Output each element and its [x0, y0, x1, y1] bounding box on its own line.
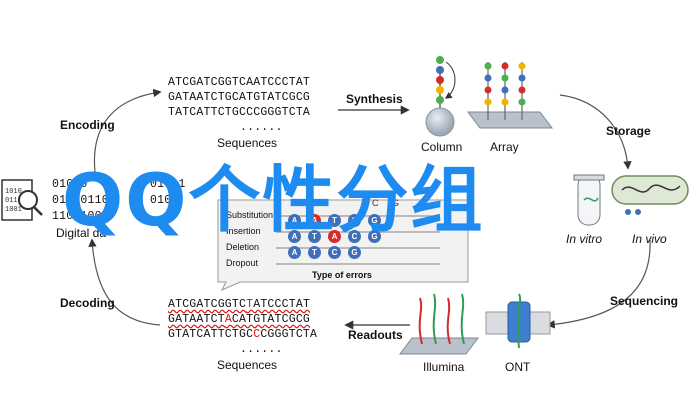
- encoding-seq-2: GATAATCTGCATGTATCGCG: [168, 91, 311, 104]
- svg-text:0110: 0110: [5, 197, 22, 205]
- error-bead: G: [348, 246, 361, 259]
- error-bead: A: [308, 214, 321, 227]
- error-bead: A: [288, 230, 301, 243]
- error-type-deletion: Deletion: [226, 242, 260, 252]
- in-vitro-caption: In vitro: [566, 232, 603, 246]
- encoding-seq-1: ATCGATCGGTCAATCCCTAT: [168, 76, 311, 89]
- error-top-letter: G: [392, 198, 400, 208]
- error-bead: T: [308, 230, 321, 243]
- error-bead: G: [368, 230, 381, 243]
- in-vivo-caption: In vivo: [632, 232, 667, 246]
- encoding-seq-3: TATCATTCTGCCCGGGTCTA: [168, 106, 311, 119]
- encoding-arc: [93, 88, 162, 173]
- decoding-seq-2: GATAATCTACATGTATCGCG: [168, 313, 311, 326]
- ont-caption: ONT: [505, 360, 531, 374]
- encoding-caption: Sequences: [217, 136, 278, 150]
- overlay-text: QQ个性分组: [62, 158, 485, 242]
- error-top-letter: C: [372, 198, 379, 208]
- illumina-illustration: [399, 293, 479, 355]
- array-caption: Array: [490, 140, 519, 154]
- illumina-caption: Illumina: [423, 360, 465, 374]
- error-bead: A: [328, 230, 341, 243]
- sequencing-label: Sequencing: [610, 294, 679, 308]
- digital-line-3: 11001001: [52, 210, 109, 223]
- decoding-label: Decoding: [60, 296, 115, 310]
- encoding-label: Encoding: [60, 118, 115, 132]
- column-caption: Column: [421, 140, 463, 154]
- sequencing-arc: [546, 239, 651, 329]
- array-illustration: [467, 62, 553, 129]
- svg-text:1001: 1001: [5, 206, 22, 214]
- in-vitro-tube: [573, 174, 605, 226]
- digital-line-2: 01010110: [52, 194, 109, 207]
- error-bead: A: [288, 246, 301, 259]
- synthesis-label: Synthesis: [346, 92, 403, 106]
- digital-caption: Digital da: [56, 226, 107, 240]
- digital-line-1: 01000: [52, 178, 88, 191]
- svg-text:1010: 1010: [5, 188, 22, 196]
- digital-right-b: 010: [150, 194, 172, 207]
- decoding-seq-3: GTATCATTCTGCCCGGGTCTA: [168, 328, 318, 341]
- digital-right-a: 01011: [150, 178, 186, 191]
- error-bead: C: [348, 230, 361, 243]
- digital-data-icon: 1010 0110 1001: [1, 179, 43, 221]
- error-bead: T: [308, 246, 321, 259]
- decoding-ellipsis: ......: [240, 343, 283, 356]
- error-bead: C: [348, 214, 361, 227]
- ont-illustration: [485, 293, 551, 349]
- error-type-insertion: Insertion: [226, 226, 261, 236]
- error-bead: A: [288, 214, 301, 227]
- decoding-seq-1: ATCGATCGGTCTATCCCTAT: [168, 298, 311, 311]
- error-type-substitution: Substitution: [226, 210, 274, 220]
- in-vivo-cell: [611, 175, 689, 215]
- error-bead: T: [328, 214, 341, 227]
- error-box-title: Type of errors: [312, 270, 372, 280]
- decoding-arc: [88, 238, 161, 326]
- error-type-dropout: Dropout: [226, 258, 259, 268]
- decoding-caption: Sequences: [217, 358, 278, 372]
- encoding-ellipsis: ......: [240, 121, 283, 134]
- error-bead: C: [328, 246, 341, 259]
- storage-label: Storage: [606, 124, 651, 138]
- readouts-label: Readouts: [348, 328, 403, 342]
- column-illustration: [425, 56, 456, 137]
- error-bead: G: [368, 214, 381, 227]
- storage-arc: [559, 94, 632, 170]
